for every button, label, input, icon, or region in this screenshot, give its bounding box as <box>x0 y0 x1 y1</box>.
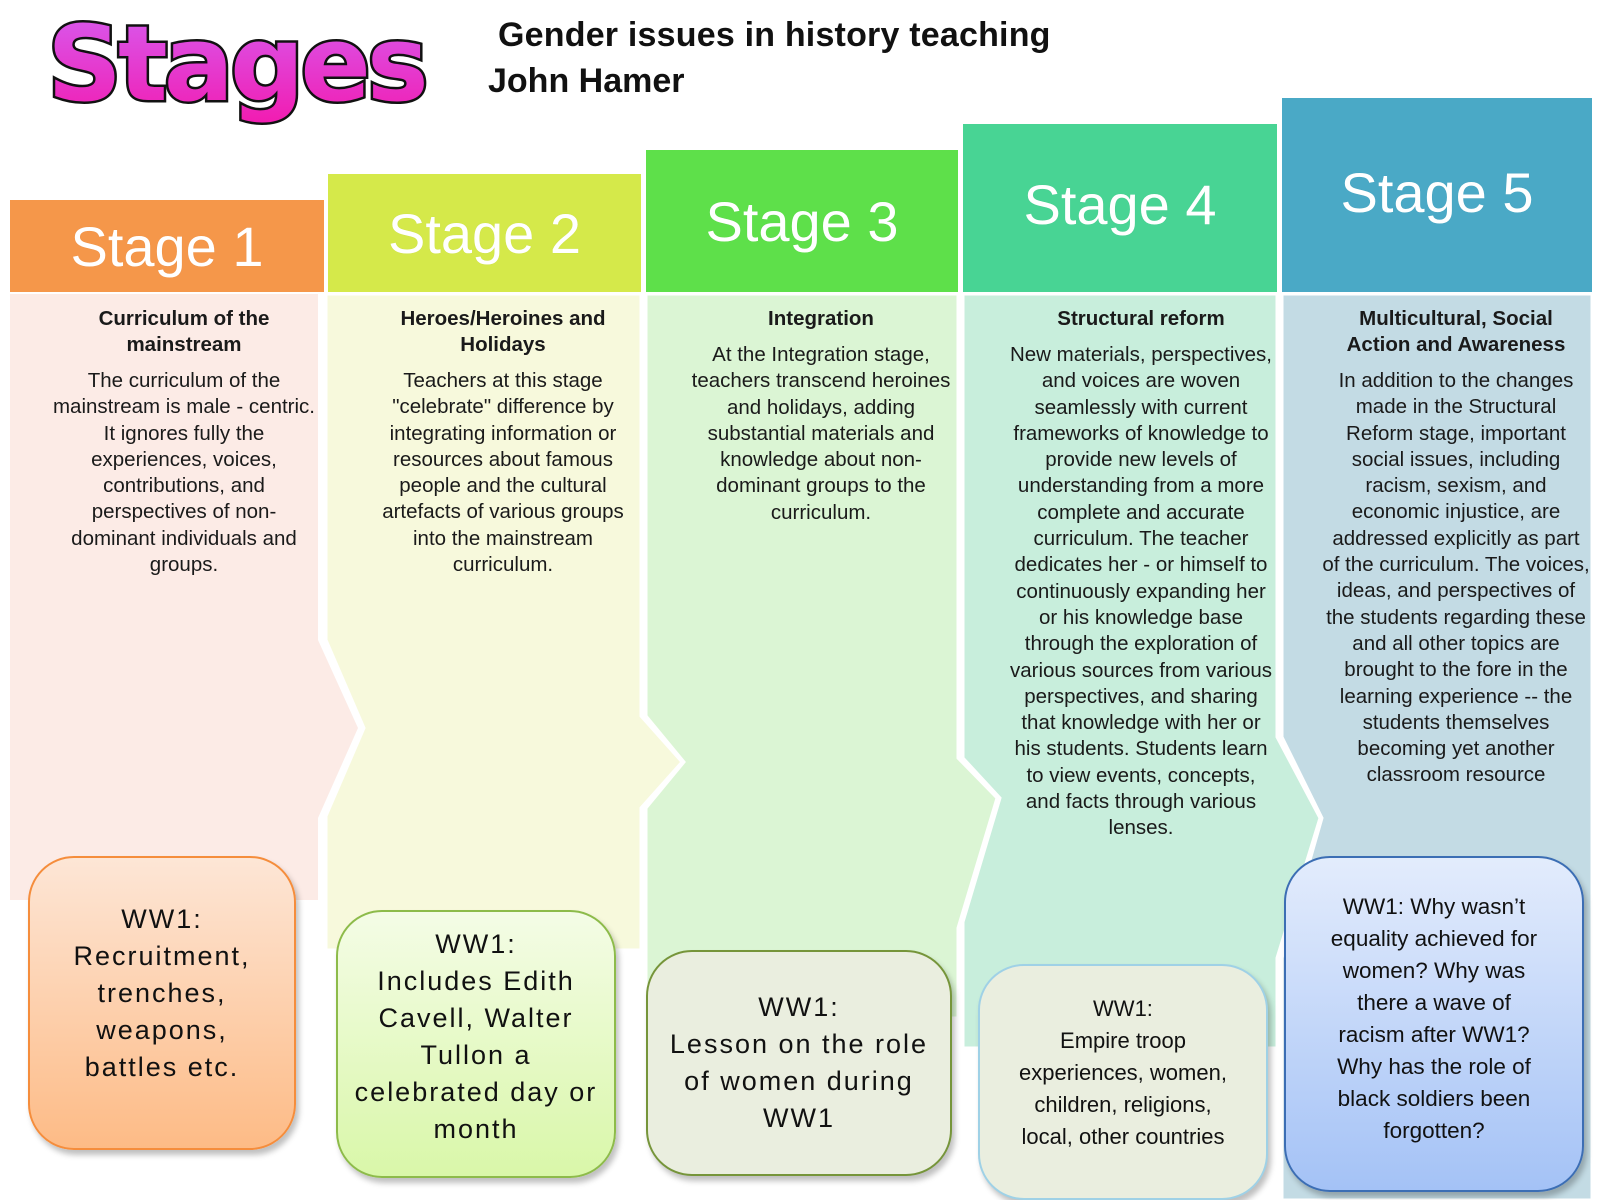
stage-2-label: Stage 2 <box>387 201 582 265</box>
stage-5-description: In addition to the changes made in the S… <box>1322 369 1590 787</box>
stage-2-text: Heroes/Heroines and Holidays Teachers at… <box>370 306 636 578</box>
stage-1-text: Curriculum of the mainstream The curricu… <box>52 306 316 578</box>
stage-3-description: At the Integration stage, teachers trans… <box>691 343 951 524</box>
stage-1-subtitle: Curriculum of the mainstream <box>98 307 270 356</box>
stage-2-body <box>324 292 685 952</box>
stage-1-header: Stage 1 <box>10 200 324 292</box>
stage-5-ww1-text: WW1: Why wasn’t equality achieved for wo… <box>1330 894 1538 1143</box>
stage-2-header: Stage 2 <box>328 174 641 292</box>
stage-1-body <box>10 294 358 900</box>
stage-5-subtitle: Multicultural, Social Action and Awarene… <box>1346 307 1566 356</box>
stage-4-ww1-box: WW1: Empire troop experiences, women, ch… <box>978 964 1268 1200</box>
stage-4-body <box>961 292 1322 1050</box>
stage-3-header: Stage 3 <box>646 150 958 292</box>
page-title: Gender issues in history teaching <box>498 16 1051 54</box>
logo-text: Stages <box>47 8 425 125</box>
stage-3-body <box>644 292 999 1020</box>
stage-2-ww1-text: WW1: Includes Edith Cavell, Walter Tullo… <box>354 929 598 1144</box>
stage-5-label: Stage 5 <box>1340 161 1534 224</box>
stage-4-ww1-text: WW1: Empire troop experiences, women, ch… <box>1019 996 1227 1149</box>
stage-5-ww1-box: WW1: Why wasn’t equality achieved for wo… <box>1284 856 1584 1192</box>
stage-3-ww1-box: WW1: Lesson on the role of women during … <box>646 950 952 1176</box>
author-name: John Hamer <box>488 62 685 100</box>
stage-3-ww1-text: WW1: Lesson on the role of women during … <box>669 992 929 1133</box>
stage-1-description: The curriculum of the mainstream is male… <box>52 369 315 577</box>
stage-4-header: Stage 4 <box>963 124 1277 292</box>
stage-4-label: Stage 4 <box>1023 173 1217 236</box>
stage-1-label: Stage 1 <box>70 214 264 278</box>
stage-2-subtitle: Heroes/Heroines and Holidays <box>400 307 606 356</box>
stage-4-subtitle: Structural reform <box>1057 307 1225 330</box>
stage-2-description: Teachers at this stage "celebrate" diffe… <box>382 369 624 577</box>
stage-5-header: Stage 5 <box>1282 98 1592 292</box>
stage-4-text: Structural reform New materials, perspec… <box>1008 306 1274 842</box>
stage-1-ww1-text: WW1: Recruitment, trenches, weapons, bat… <box>73 903 251 1082</box>
stage-1-ww1-box: WW1: Recruitment, trenches, weapons, bat… <box>28 856 296 1150</box>
stage-3-label: Stage 3 <box>705 189 899 253</box>
stages-logo: Stages <box>45 8 432 128</box>
stage-3-subtitle: Integration <box>768 307 874 330</box>
stage-5-text: Multicultural, Social Action and Awarene… <box>1322 306 1590 789</box>
stage-2-ww1-box: WW1: Includes Edith Cavell, Walter Tullo… <box>336 910 616 1178</box>
stage-4-description: New materials, perspectives, and voices … <box>1009 343 1273 840</box>
stage-3-text: Integration At the Integration stage, te… <box>690 306 952 526</box>
